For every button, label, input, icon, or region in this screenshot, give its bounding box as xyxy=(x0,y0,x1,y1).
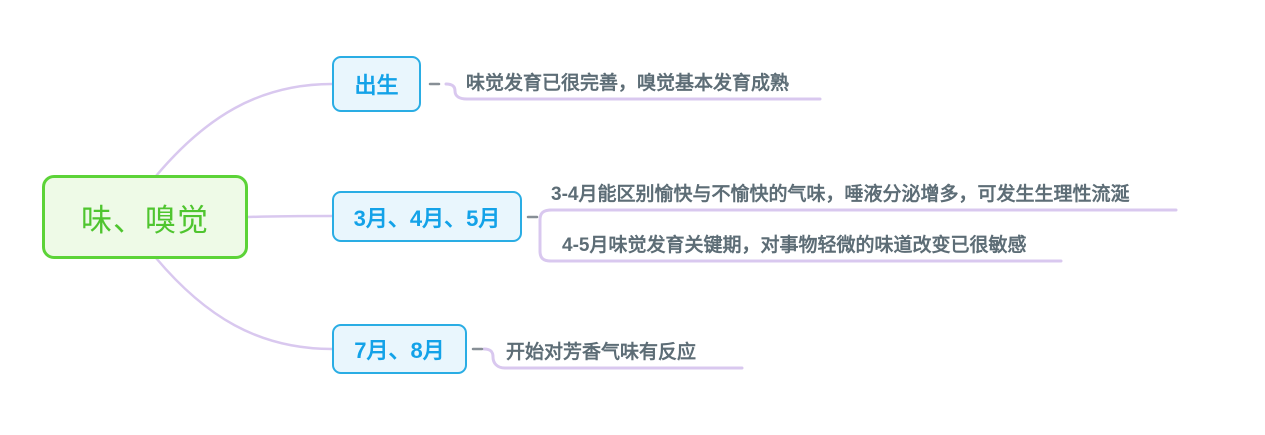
leaf-4-5-month-taste[interactable]: 4-5月味觉发育关键期，对事物轻微的味道改变已很敏感 xyxy=(562,235,1027,256)
curve-root-to-birth xyxy=(154,82,334,178)
root-topic[interactable]: 味、嗅觉 xyxy=(42,175,248,259)
curve-root-to-months345 xyxy=(246,214,334,219)
leaf-aroma-reaction[interactable]: 开始对芳香气味有反应 xyxy=(506,342,697,363)
curve-root-to-months78 xyxy=(154,256,334,351)
leaf-birth-taste-smell[interactable]: 味觉发育已很完善，嗅觉基本发育成熟 xyxy=(466,73,790,94)
topic-birth[interactable]: 出生 xyxy=(332,56,421,112)
topic-months-7-8[interactable]: 7月、8月 xyxy=(332,324,467,374)
topic-months-3-4-5[interactable]: 3月、4月、5月 xyxy=(332,191,522,242)
leaf-3-4-month-odor[interactable]: 3-4月能区别愉快与不愉快的气味，唾液分泌增多，可发生生理性流涎 xyxy=(551,184,1130,205)
bracket-months345 xyxy=(538,208,554,263)
